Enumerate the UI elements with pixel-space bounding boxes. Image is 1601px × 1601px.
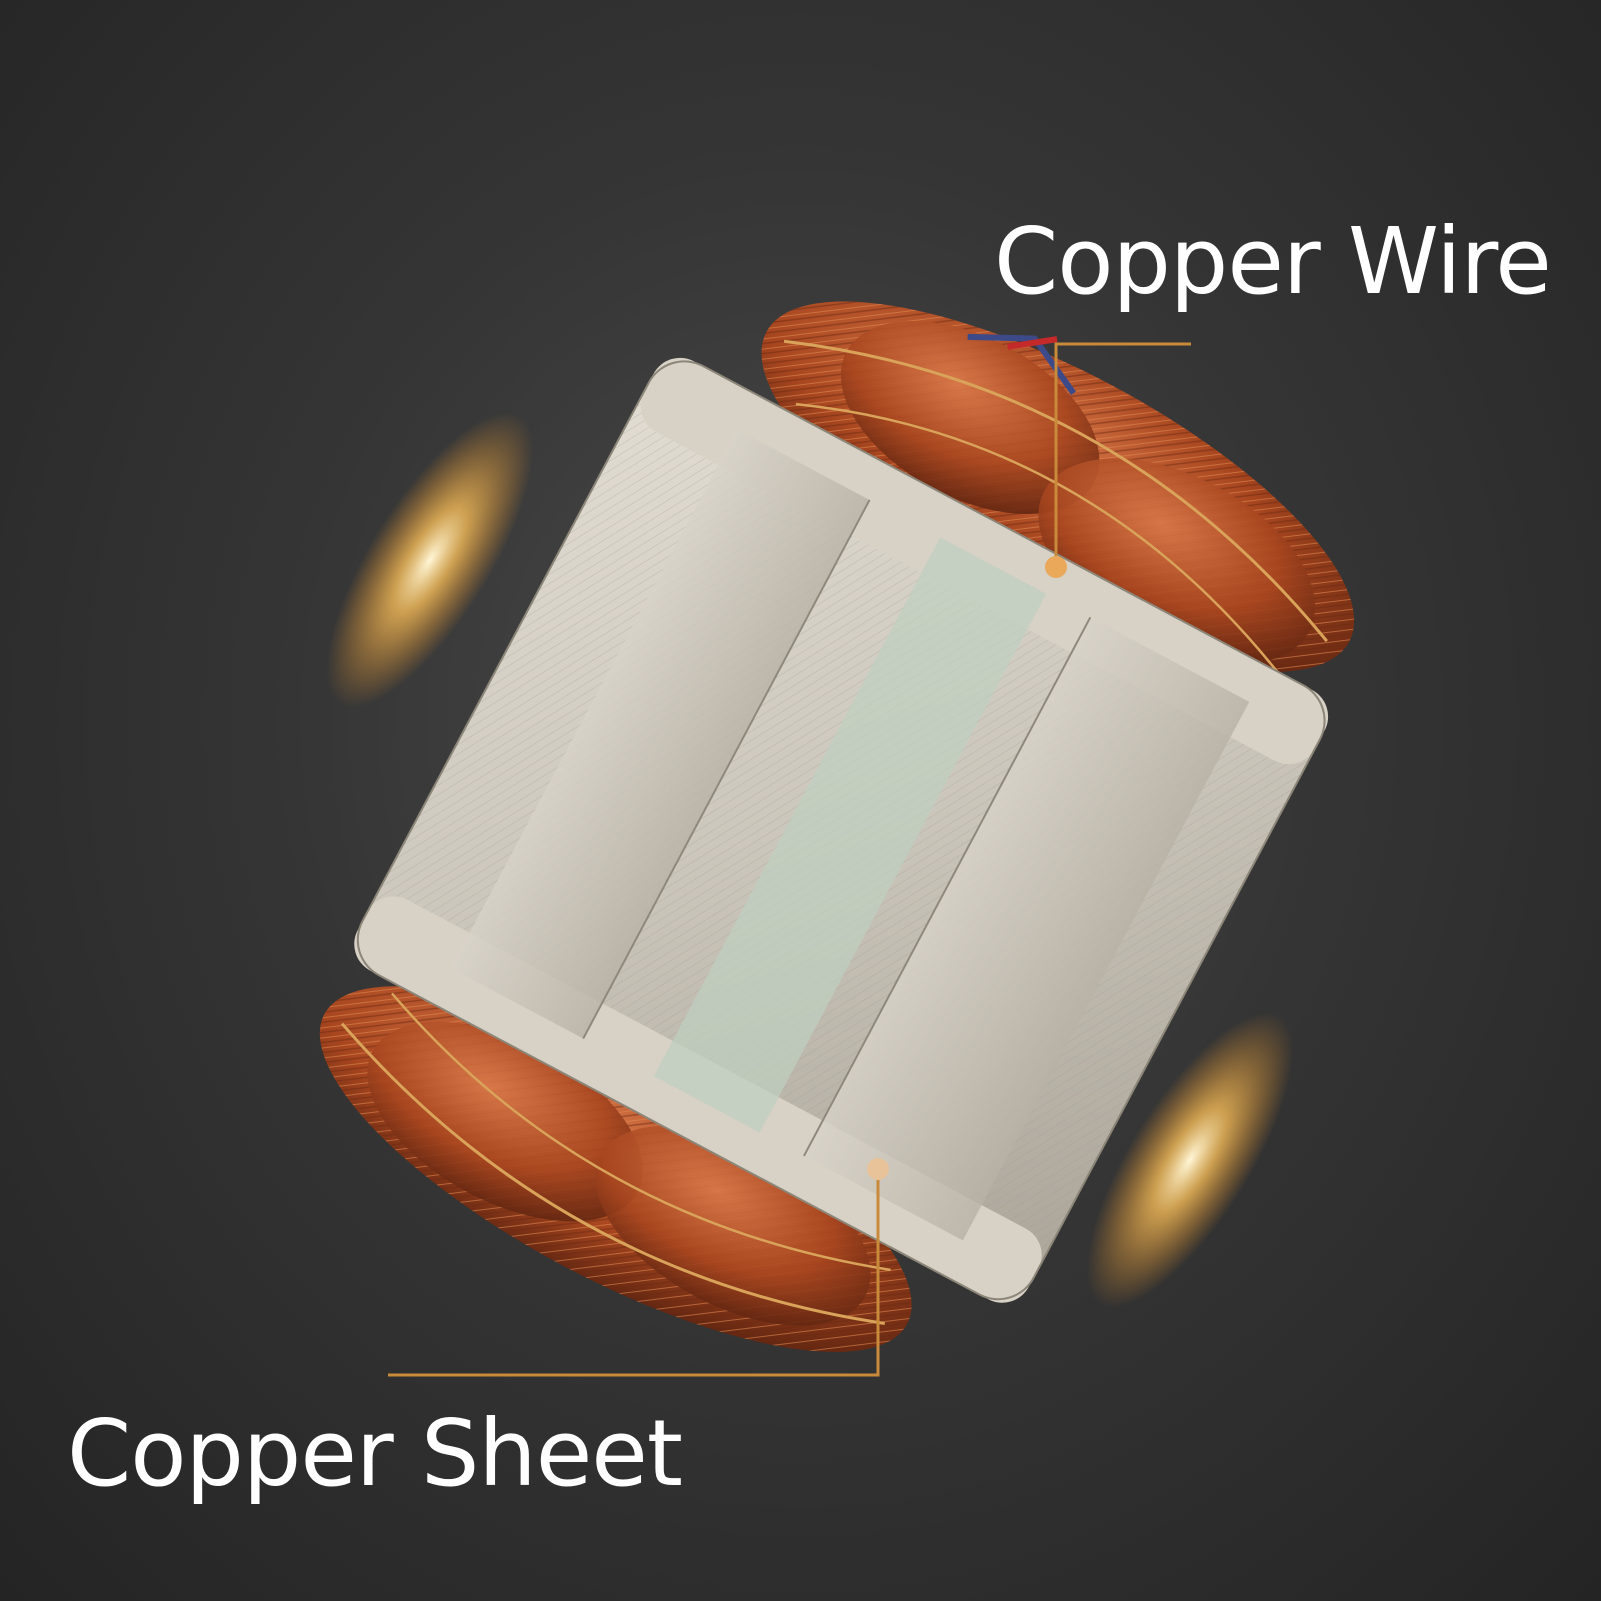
copper-wire-callout: [1045, 342, 1191, 578]
glow-right: [1086, 1012, 1294, 1308]
lower-windings: [319, 986, 912, 1352]
glow-left: [326, 412, 534, 708]
upper-windings: [761, 301, 1355, 673]
copper-sheet-callout: [388, 1158, 889, 1377]
laminated-steel-core: [354, 357, 1329, 1303]
copper-wire-label: Copper Wire: [994, 208, 1552, 315]
copper-sheet-label: Copper Sheet: [67, 1400, 683, 1507]
